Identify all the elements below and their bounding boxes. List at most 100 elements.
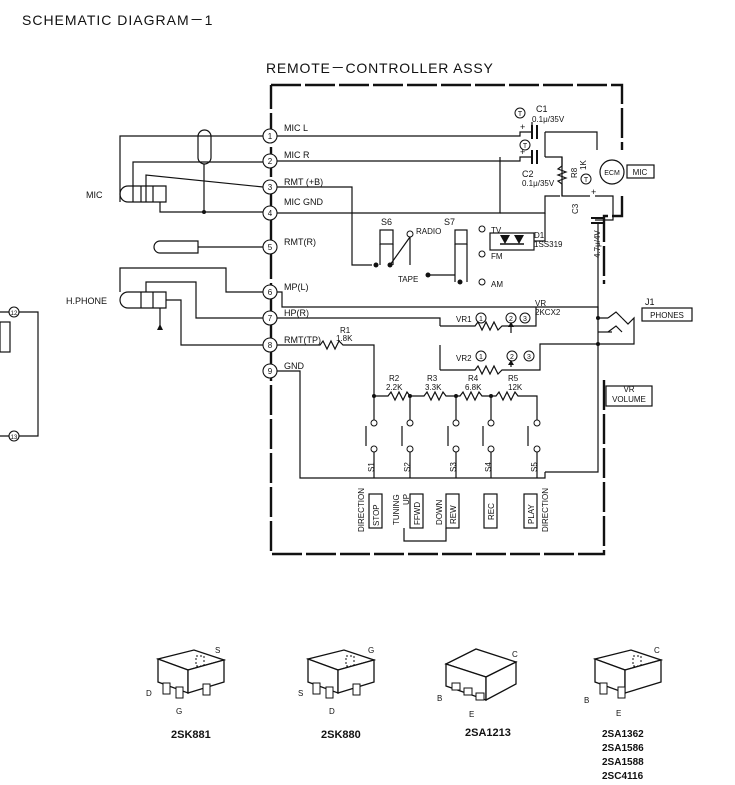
svg-text:D: D [146, 689, 152, 698]
r2-value: 2.2K [386, 383, 403, 392]
vr2-lug-3: 3 [523, 350, 535, 362]
key-rew-label: REW [449, 505, 458, 524]
c1-ref: C1 [536, 104, 548, 114]
tv-label: TV [491, 226, 502, 235]
r3-ref: R3 [427, 374, 438, 383]
am-label: AM [491, 280, 503, 289]
node-12-label: 12 [11, 311, 18, 317]
pin-6-label: MP(L) [284, 282, 309, 292]
resistor-r1: R1 1.8K [277, 326, 375, 396]
key-down-label: DOWN [435, 499, 444, 525]
svg-text:B: B [437, 694, 442, 703]
s7-label: S7 [444, 217, 455, 227]
d1-part: 1SS319 [534, 240, 563, 249]
key-s3: S3 [447, 396, 460, 478]
r4-ref: R4 [468, 374, 479, 383]
svg-text:3: 3 [523, 316, 527, 323]
package-2sk881-name: 2SK881 [171, 729, 211, 741]
vr1-lug-2: 2 [505, 312, 517, 324]
svg-text:T: T [518, 111, 523, 118]
package-2sa1213: B E C 2SA1213 [437, 648, 518, 739]
svg-text:1: 1 [268, 132, 273, 141]
mic-connector-label: MIC [86, 190, 103, 200]
key-up-label: UP [402, 494, 411, 505]
switch-s6: S6 RADIO TAPE [373, 217, 455, 284]
svg-text:E: E [469, 710, 474, 719]
headphone-connector-label: H.PHONE [66, 296, 107, 306]
pin-2-label: MIC R [284, 150, 310, 160]
jack-j1: J1 PHONES [598, 297, 693, 345]
svg-text:3: 3 [268, 183, 273, 192]
svg-text:2SA1586: 2SA1586 [602, 743, 644, 754]
d1-ref: D1 [534, 231, 545, 240]
svg-text:+: + [520, 147, 525, 157]
headphone-connector: H.PHONE [66, 267, 263, 346]
tape-label: TAPE [398, 275, 418, 284]
vr-ref: VR [535, 299, 546, 308]
key-function-labels: DIRECTION STOP TUNING UP FFWD DOWN REW R… [357, 488, 550, 542]
resistor-r8: R8 1K [556, 157, 588, 196]
key-rec-label: REC [487, 503, 496, 520]
svg-text:B: B [584, 696, 589, 705]
key-play-label: PLAY [527, 503, 536, 524]
key-direction2-label: DIRECTION [541, 488, 550, 532]
r5-ref: R5 [508, 374, 519, 383]
pin-1: 1 MIC L [262, 123, 308, 144]
fm-label: FM [491, 252, 503, 261]
ecm-label: ECM [604, 170, 620, 177]
svg-text:S: S [215, 646, 220, 655]
vr1-label: VR1 [456, 315, 472, 324]
vr-value: 2KCX2 [535, 308, 561, 317]
radio-label: RADIO [416, 227, 441, 236]
pin-8-label: RMT(TP) [284, 335, 321, 345]
pin-7-label: HP(R) [284, 308, 309, 318]
j1-ref: J1 [645, 297, 655, 307]
svg-text:T: T [584, 177, 589, 184]
diode-d1: D1 1SS319 [489, 213, 563, 251]
pin-5-label: RMT(R) [284, 237, 316, 247]
s6-label: S6 [381, 217, 392, 227]
resistor-ladder: R2 2.2K R3 3.3K R4 6.8K R5 12K [372, 374, 538, 420]
package-2sk880: S D G 2SK880 [298, 646, 377, 741]
svg-text:2SA1588: 2SA1588 [602, 757, 644, 768]
key-tuning-label: TUNING [392, 494, 401, 525]
assembly-title: REMOTE－CONTROLLER ASSY [266, 60, 494, 76]
svg-text:8: 8 [268, 341, 273, 350]
key-s1: S1 [365, 396, 378, 478]
pin-5: 5 RMT(R) [262, 237, 316, 255]
svg-text:C: C [654, 646, 660, 655]
c1-value: 0.1μ/35V [532, 115, 565, 124]
svg-text:G: G [176, 707, 182, 716]
key-stop-label: STOP [372, 504, 381, 526]
capacitor-c3: T + C3 4.7μ/4V [571, 173, 605, 284]
switch-s7: S7 TV FM AM [444, 217, 503, 289]
assembly-boundary [269, 83, 624, 556]
pin-1-label: MIC L [284, 123, 308, 133]
package-2sk880-name: 2SK880 [321, 729, 361, 741]
svg-text:E: E [616, 709, 621, 718]
ecm-box-label: MIC [633, 168, 648, 177]
r4-value: 6.8K [465, 383, 482, 392]
r3-value: 3.3K [425, 383, 442, 392]
capacitor-c2: T + C2 0.1μ/35V [519, 139, 555, 188]
r8-ref: R8 [570, 167, 579, 178]
svg-text:2: 2 [510, 354, 514, 361]
pin-4: 4 MIC GND [262, 197, 323, 221]
vr2-lug-1: 1 [475, 350, 487, 362]
svg-text:9: 9 [268, 367, 273, 376]
svg-text:S: S [298, 689, 303, 698]
pin-6: 6 MP(L) [262, 282, 309, 300]
ecm-mic: ECM MIC [599, 159, 655, 185]
node-13-label: 13 [11, 435, 18, 441]
vr-func-line1: VR [623, 385, 634, 394]
svg-text:2: 2 [268, 157, 273, 166]
pin-3: 3 RMT (+B) [262, 177, 323, 195]
svg-text:4: 4 [268, 209, 273, 218]
j1-label: PHONES [650, 311, 684, 320]
r1-ref: R1 [340, 326, 351, 335]
svg-text:G: G [368, 646, 374, 655]
mic-connector: MIC [86, 129, 264, 214]
svg-text:T: T [523, 143, 528, 150]
